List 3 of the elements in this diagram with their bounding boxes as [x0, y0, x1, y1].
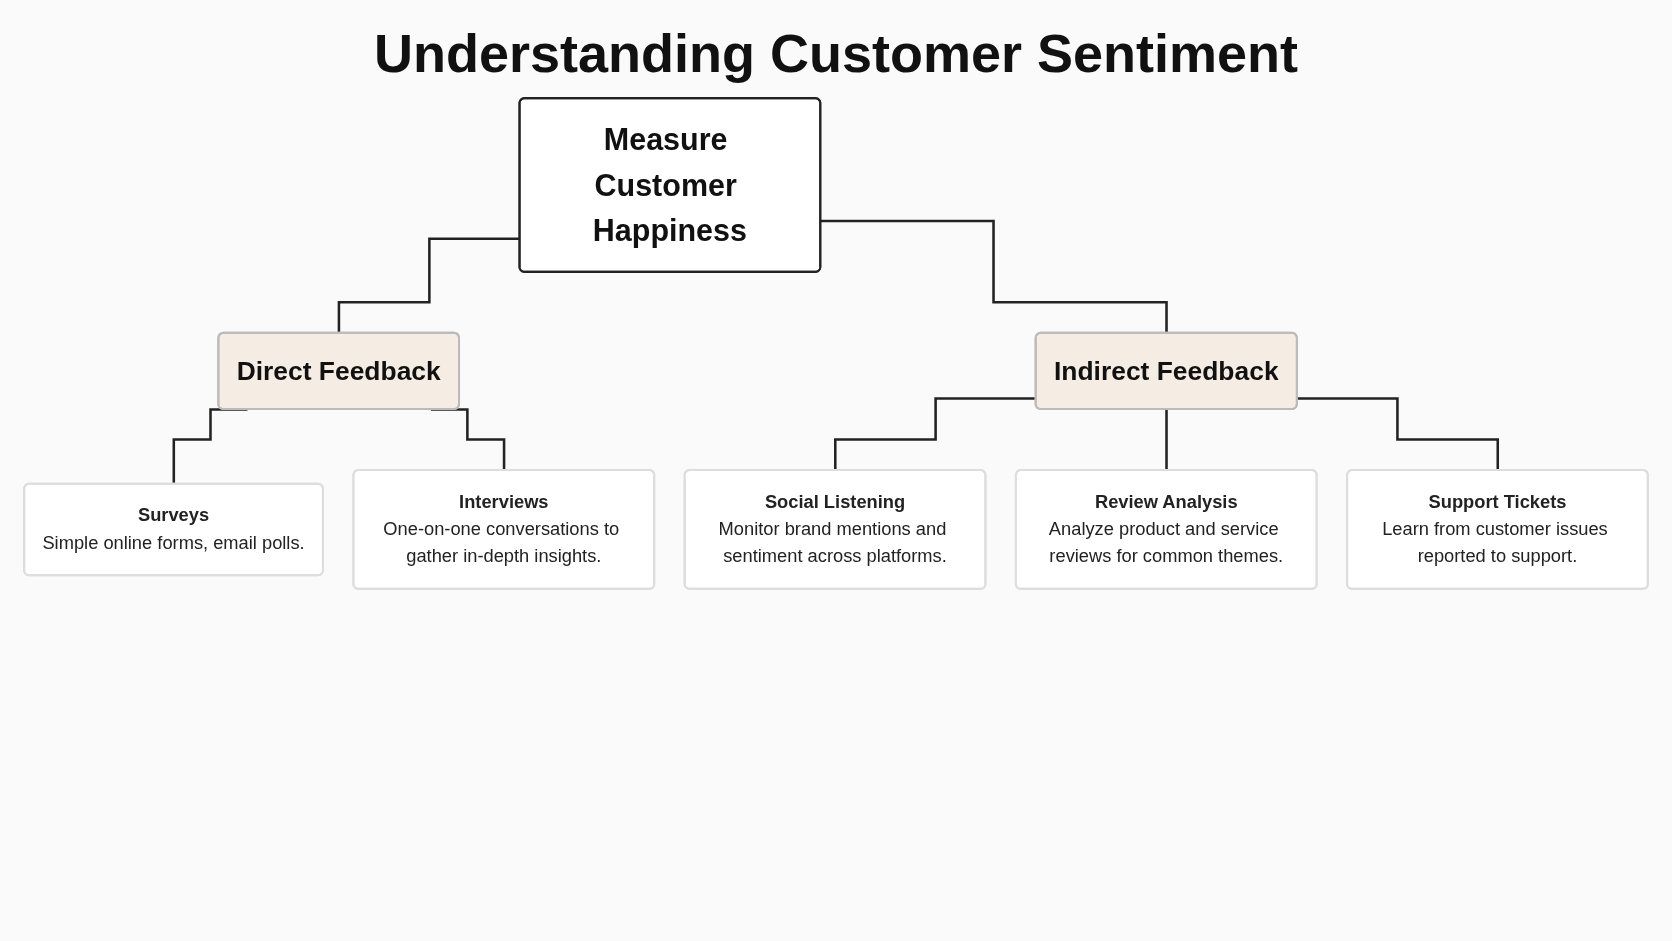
node-text: Support Tickets Learn from customer issues reported to support. [1382, 491, 1608, 567]
title: Understanding Customer Sentiment [373, 22, 1299, 84]
node-text: Surveys Simple online forms, email polls. [42, 505, 305, 553]
